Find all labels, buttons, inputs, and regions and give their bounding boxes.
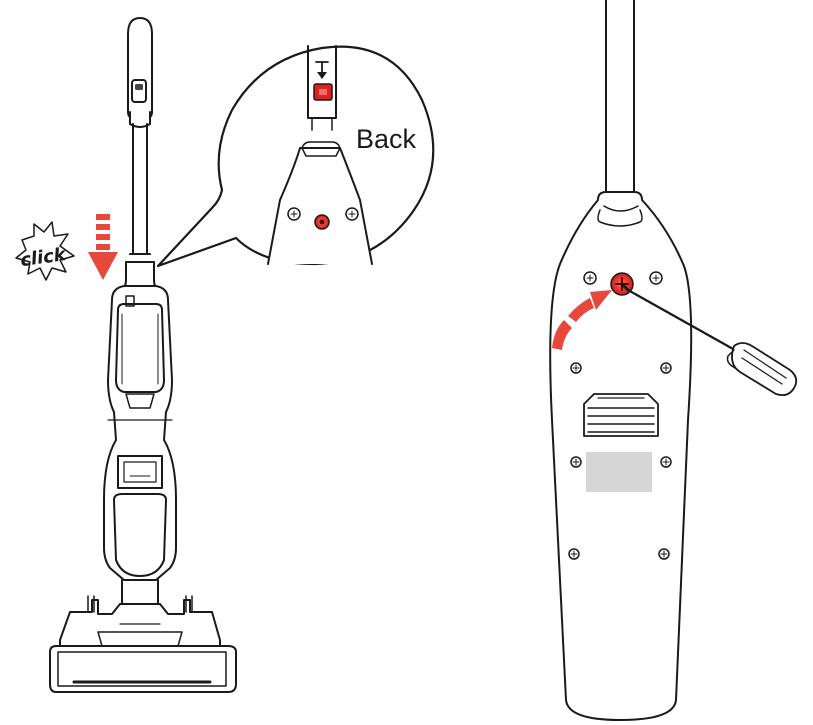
screwdriver-icon [622, 284, 798, 397]
right-figure [549, 0, 798, 721]
callout-label: Back [356, 124, 417, 154]
rating-label-plate [586, 452, 652, 492]
screw-icon [570, 362, 582, 374]
screw-icon [287, 207, 301, 221]
rear-shaft [605, 0, 635, 197]
left-figure [15, 17, 435, 693]
screw-icon [660, 456, 672, 468]
detail-callout-bubble [156, 45, 435, 268]
callout-shaft-detail [307, 45, 337, 131]
handle-grip [127, 17, 153, 128]
screw-icon [660, 362, 672, 374]
floor-head [49, 595, 237, 693]
callout-socket-detail [267, 141, 373, 265]
down-arrow-icon [88, 214, 118, 280]
screw-icon [649, 271, 663, 285]
screw-icon [345, 207, 359, 221]
starburst-icon [15, 221, 75, 281]
vent-grille [583, 393, 659, 437]
screw-icon [583, 271, 597, 285]
screw-icon [568, 548, 580, 560]
screw-icon [658, 548, 670, 560]
curved-arrow-icon [552, 290, 612, 350]
screw-icon [570, 456, 582, 468]
vacuum-body [103, 261, 177, 613]
handle-shaft [129, 123, 151, 255]
